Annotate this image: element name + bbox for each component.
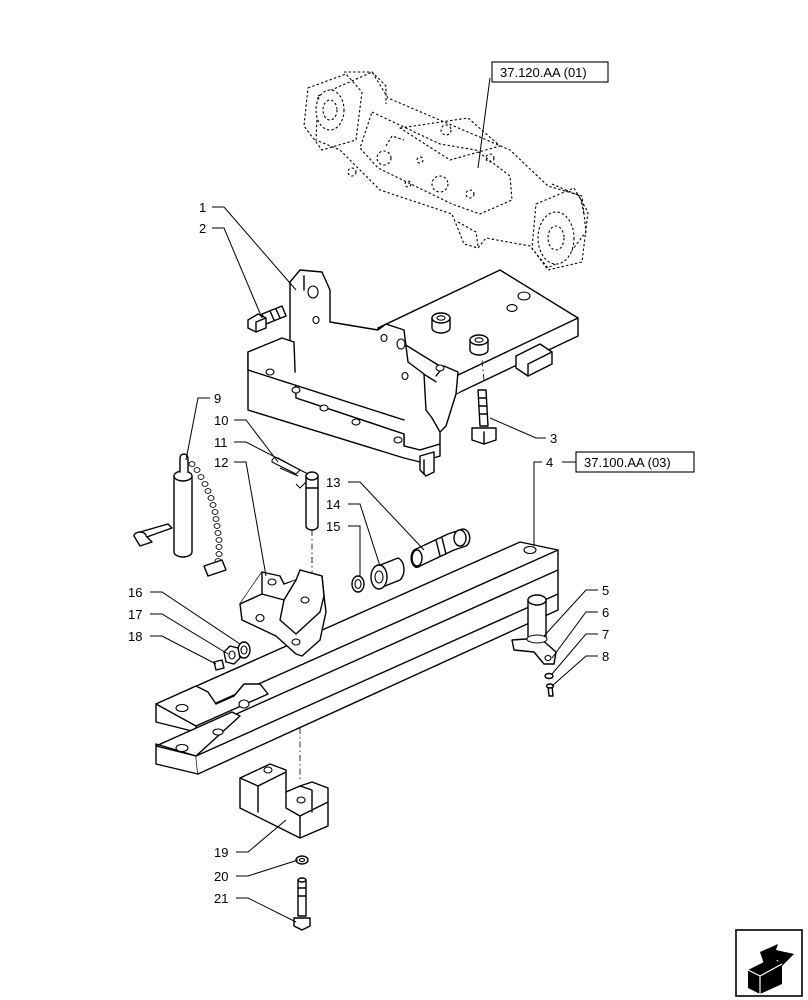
reference-axle-text: 37.120.AA (01) — [500, 65, 587, 80]
clip-part-10 — [271, 456, 307, 489]
reference-axle[interactable]: 37.120.AA (01) — [491, 61, 609, 83]
callout-2: 2 — [199, 221, 206, 236]
chain — [188, 461, 223, 570]
callout-11: 11 — [214, 435, 228, 450]
pin-part-5 — [527, 594, 547, 642]
washer-part-20 — [295, 855, 309, 865]
pin-part-13 — [410, 528, 471, 569]
drawbar-part-4 — [155, 541, 559, 775]
front-support-bracket — [247, 269, 579, 477]
pin-with-chain-part-9 — [133, 453, 227, 577]
callout-4: 4 — [546, 455, 553, 470]
next-page-arrow-icon[interactable] — [735, 929, 803, 997]
callout-18: 18 — [128, 629, 142, 644]
washer-part-7 — [544, 672, 554, 680]
callout-numbers: 1 2 3 4 5 6 7 8 9 10 11 12 13 14 15 16 1… — [128, 200, 609, 906]
callout-12: 12 — [214, 455, 228, 470]
callout-20: 20 — [214, 869, 228, 884]
bolt-part-3 — [471, 359, 497, 445]
callout-15: 15 — [326, 519, 340, 534]
screw-part-18 — [213, 659, 225, 671]
callout-17: 17 — [128, 607, 142, 622]
support-block-part-19 — [239, 728, 329, 839]
leader-lines — [150, 77, 598, 923]
callout-10: 10 — [214, 413, 228, 428]
bolt-part-21 — [293, 877, 311, 931]
callout-19: 19 — [214, 845, 228, 860]
nut-part-17 — [223, 645, 241, 665]
clevis-block-part-12 — [239, 569, 327, 657]
callout-21: 21 — [214, 891, 228, 906]
washer-part-15 — [351, 575, 365, 593]
callout-7: 7 — [602, 627, 609, 642]
callout-13: 13 — [326, 475, 340, 490]
reference-drawbar-text: 37.100.AA (03) — [584, 455, 671, 470]
callout-14: 14 — [326, 497, 340, 512]
callout-1: 1 — [199, 200, 206, 215]
pin-part-11 — [305, 471, 319, 582]
callout-9: 9 — [214, 391, 221, 406]
callout-8: 8 — [602, 649, 609, 664]
callout-5: 5 — [602, 583, 609, 598]
callout-16: 16 — [128, 585, 142, 600]
reference-drawbar[interactable]: 37.100.AA (03) — [575, 451, 695, 473]
plate-part-6 — [511, 634, 557, 665]
bolt-part-2 — [247, 305, 287, 333]
callout-6: 6 — [602, 605, 609, 620]
screw-part-8 — [545, 683, 555, 697]
front-axle-ghost — [303, 71, 589, 271]
bushing-part-14 — [370, 557, 405, 590]
callout-3: 3 — [550, 431, 557, 446]
